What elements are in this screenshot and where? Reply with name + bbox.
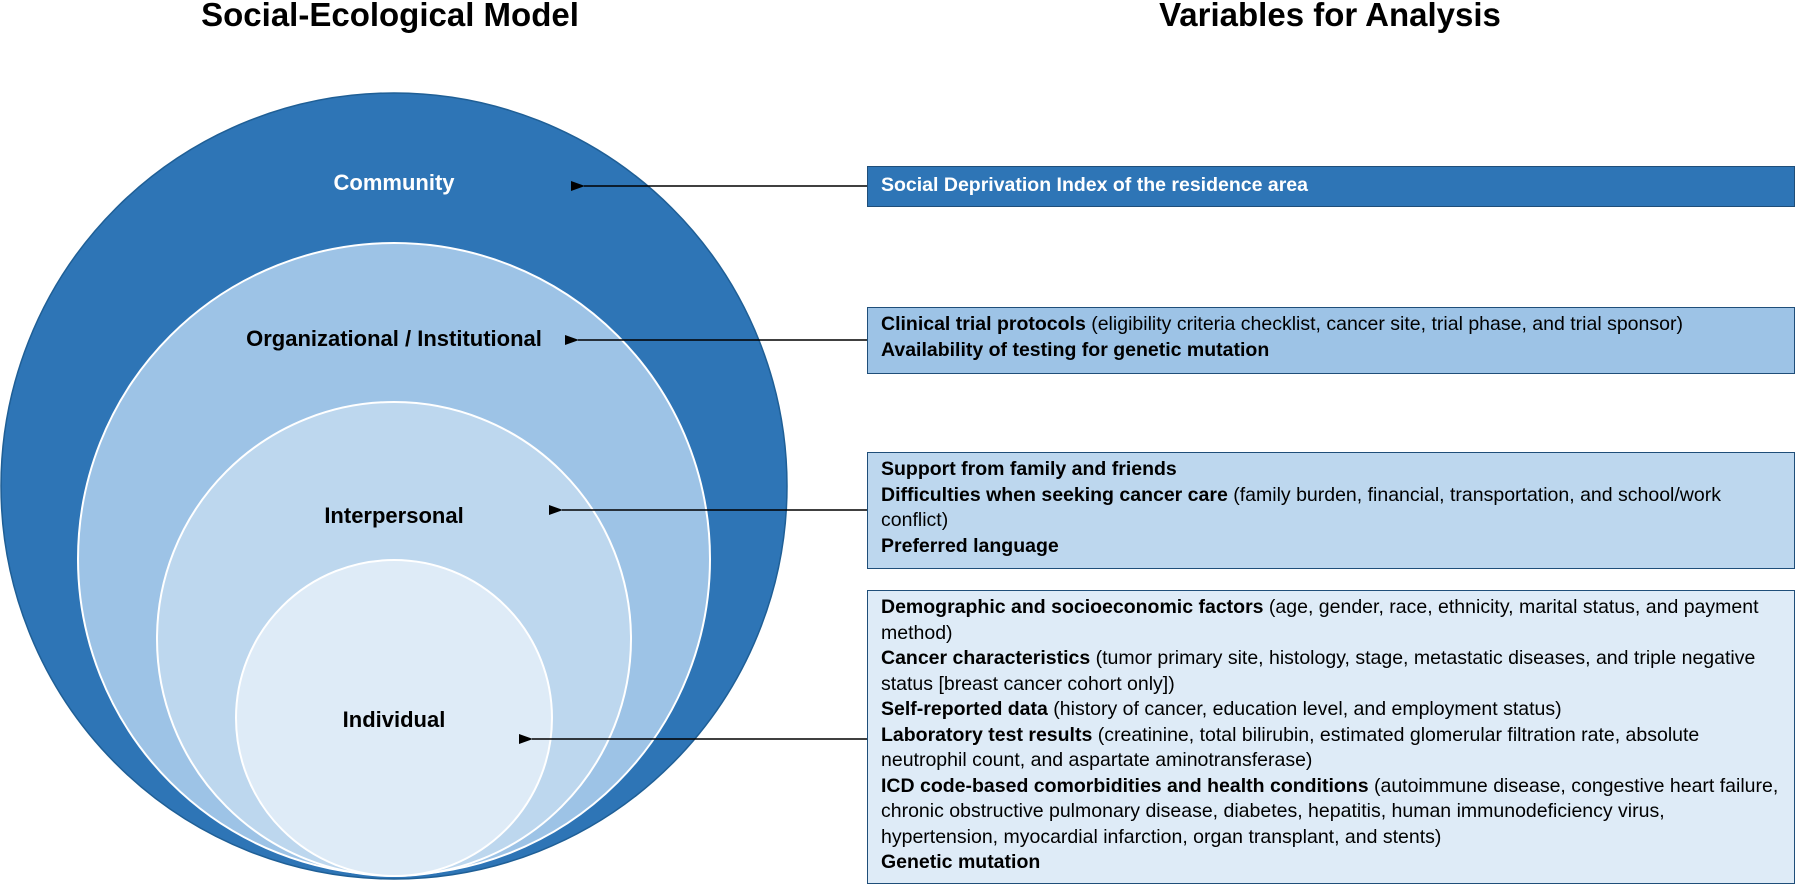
- variable-item: Laboratory test results (creatinine, tot…: [881, 723, 1700, 772]
- community-variables-box: Social Deprivation Index of the residenc…: [867, 166, 1795, 207]
- variable-item: Difficulties when seeking cancer care (f…: [881, 483, 1721, 532]
- variable-item: Clinical trial protocols (eligibility cr…: [881, 313, 1683, 335]
- individual-variables-box: Demographic and socioeconomic factors (a…: [867, 590, 1795, 884]
- individual-circle: [235, 559, 553, 877]
- variable-item: Social Deprivation Index of the residenc…: [881, 174, 1308, 196]
- variable-item: Preferred language: [881, 534, 1059, 557]
- variable-item: Self-reported data (history of cancer, e…: [881, 698, 1562, 720]
- variable-item: Cancer characteristics (tumor primary si…: [881, 647, 1756, 695]
- variables-title: Variables for Analysis: [1159, 0, 1501, 33]
- community-label: Community: [334, 170, 456, 195]
- variable-item: Support from family and friends: [881, 458, 1177, 480]
- interpersonal-label: Interpersonal: [324, 503, 463, 528]
- variable-item: ICD code-based comorbidities and health …: [881, 774, 1779, 848]
- variable-item: Demographic and socioeconomic factors (a…: [881, 596, 1759, 644]
- model-title: Social-Ecological Model: [201, 0, 579, 33]
- variable-item: Genetic mutation: [881, 851, 1041, 873]
- individual-label: Individual: [343, 707, 446, 732]
- organizational-variables-box: Clinical trial protocols (eligibility cr…: [867, 307, 1795, 374]
- interpersonal-variables-box: Support from family and friends Difficul…: [867, 452, 1795, 569]
- organizational-label: Organizational / Institutional: [246, 326, 542, 351]
- variable-item: Availability of testing for genetic muta…: [881, 338, 1270, 361]
